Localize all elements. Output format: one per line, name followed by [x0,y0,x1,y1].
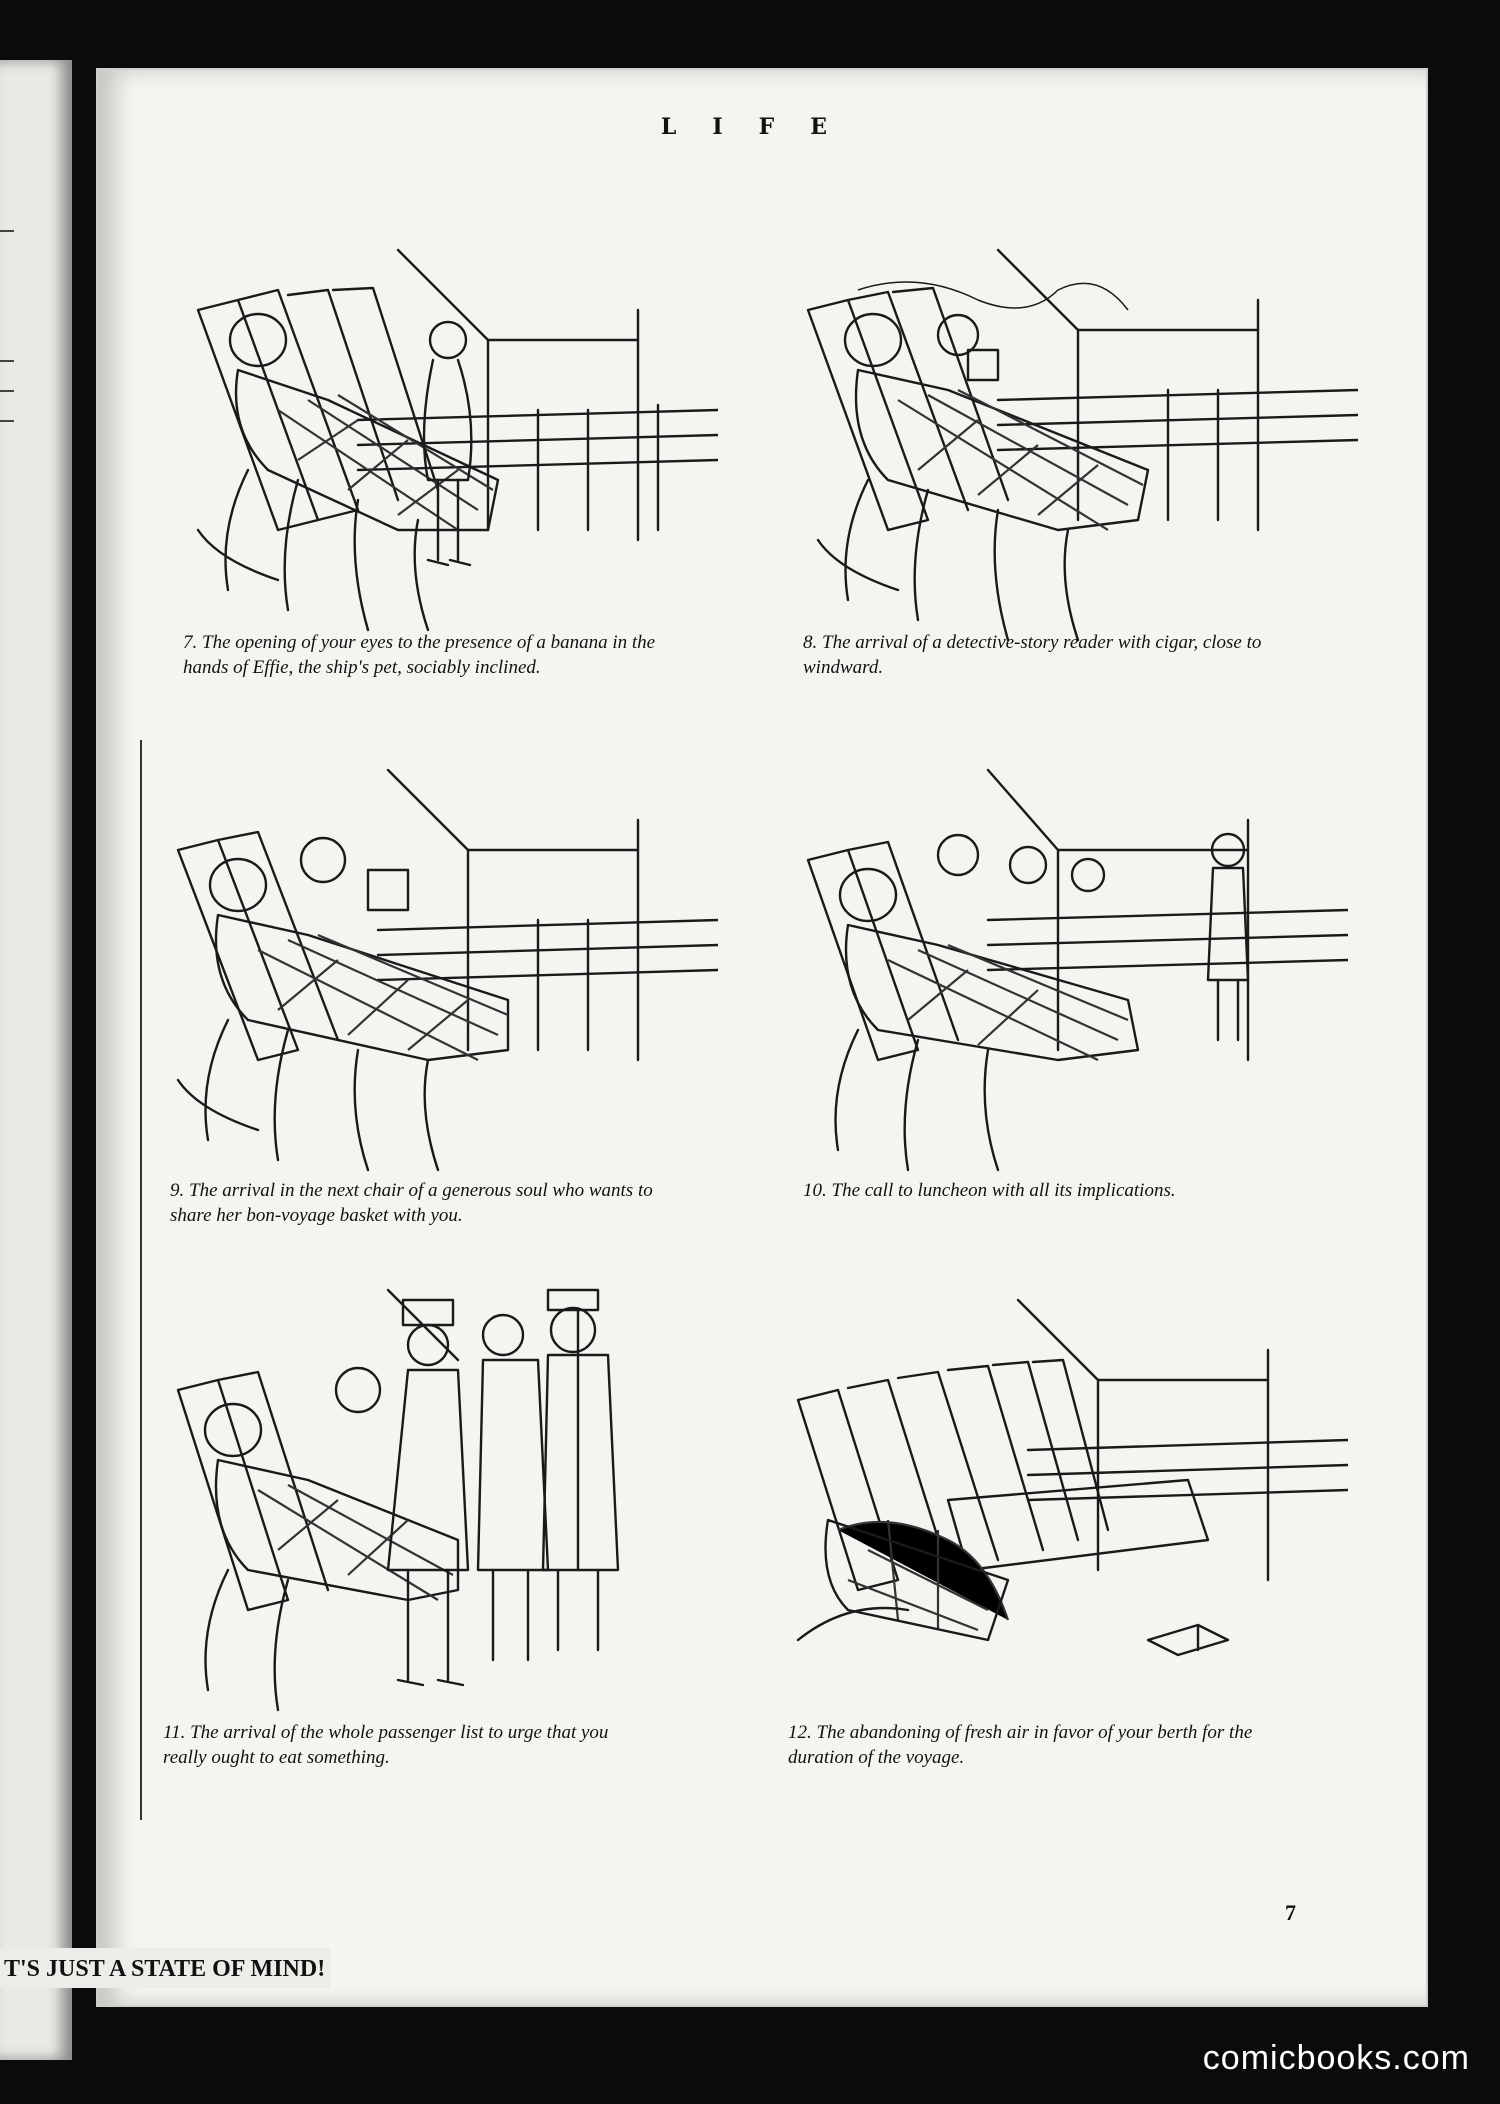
panel-9-caption: 9. The arrival in the next chair of a ge… [170,1180,653,1226]
deck-chair-illustration [196,248,718,632]
watermark: comicbooks.com [1202,2039,1470,2077]
cartoon-panel-12 [788,1280,1348,1740]
masthead-title: LIFE [660,114,864,140]
deck-chair-illustration [806,248,1358,642]
deck-chair-illustration [176,768,718,1172]
panel-11-caption: 11. The arrival of the whole passenger l… [163,1722,609,1768]
facing-page-mark [0,230,14,232]
deck-chair-illustration [176,1288,620,1712]
magazine-page: LIFE 7. The opening of your eyes to the … [98,70,1426,2005]
facing-page-mark [0,360,14,362]
facing-page-footer: T'S JUST A STATE OF MIND! [0,1948,330,1988]
cartoon-panel-7 [158,230,718,670]
facing-page-mark [0,420,14,422]
cartoon-panel-9 [158,750,718,1190]
panel-7-caption: 7. The opening of your eyes to the prese… [183,632,656,678]
column-rule [140,740,142,1820]
cartoon-panel-8 [798,230,1358,670]
cartoon-panel-10 [788,760,1348,1200]
panel-8-caption: 8. The arrival of a detective-story read… [803,632,1262,678]
facing-page-edge [0,60,72,2060]
panel-10-caption: 10. The call to luncheon with all its im… [803,1180,1176,1201]
facing-page-mark [0,390,14,392]
deck-chair-illustration [796,1298,1348,1657]
deck-chair-illustration [806,768,1348,1172]
panel-12-caption: 12. The abandoning of fresh air in favor… [788,1722,1253,1768]
page-number: 7 [1285,1900,1296,1925]
cartoon-panel-11 [158,1270,718,1740]
